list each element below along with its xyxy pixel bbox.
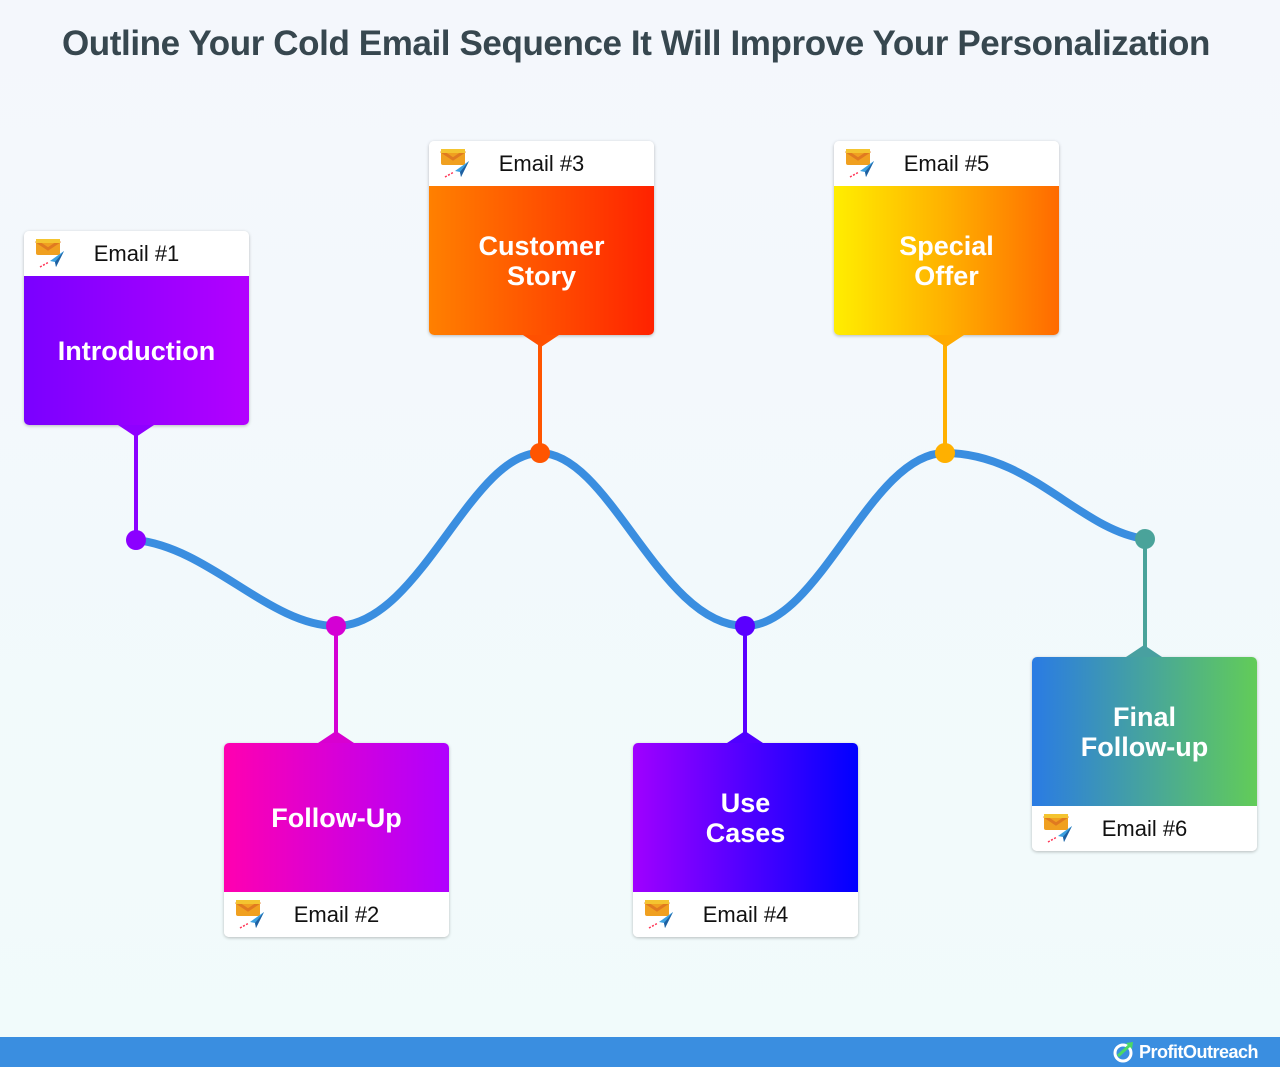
step-title-text: Follow-Up bbox=[271, 802, 402, 833]
node-4 bbox=[735, 616, 755, 636]
wave-curve bbox=[132, 448, 1149, 631]
step-title-text: Final Follow-up bbox=[1080, 701, 1209, 762]
step-title-text: Customer Story bbox=[478, 230, 605, 291]
card-header: Email #5 bbox=[834, 141, 1059, 186]
step-card-2: Follow-Up Email #2 bbox=[224, 731, 449, 937]
email-label: Email #4 bbox=[702, 901, 789, 927]
email-label: Email #5 bbox=[903, 150, 990, 176]
card-pointer bbox=[523, 335, 559, 347]
brand-name: ProfitOutreach bbox=[1138, 1041, 1259, 1062]
card-pointer bbox=[727, 731, 763, 743]
step-title-text: Introduction bbox=[57, 335, 216, 366]
step-card-6: Final Follow-up Email #6 bbox=[1032, 645, 1257, 851]
step-title: Final Follow-up bbox=[1032, 657, 1257, 806]
card-header: Email #1 bbox=[24, 231, 249, 276]
email-label: Email #1 bbox=[93, 240, 180, 266]
card-pointer bbox=[1126, 645, 1162, 657]
growth-arrow-icon bbox=[1113, 1042, 1133, 1063]
card-pointer bbox=[318, 731, 354, 743]
page-title: Outline Your Cold Email Sequence It Will… bbox=[61, 24, 1211, 63]
card-footer: Email #4 bbox=[633, 892, 858, 937]
email-label: Email #3 bbox=[498, 150, 585, 176]
brand-logo: ProfitOutreach bbox=[1112, 1041, 1259, 1063]
step-card-1: Email #1 Introduction bbox=[24, 231, 249, 437]
step-title: Use Cases bbox=[633, 743, 858, 892]
card-footer: Email #6 bbox=[1032, 806, 1257, 851]
email-label: Email #6 bbox=[1101, 815, 1188, 841]
step-title-text: Use Cases bbox=[705, 787, 786, 848]
step-card-4: Use Cases Email #4 bbox=[633, 731, 858, 937]
step-title: Introduction bbox=[24, 276, 249, 425]
step-title: Follow-Up bbox=[224, 743, 449, 892]
step-title-text: Special Offer bbox=[899, 230, 994, 291]
footer-bar: ProfitOutreach bbox=[0, 1037, 1280, 1067]
node-5 bbox=[935, 443, 955, 463]
step-title: Special Offer bbox=[834, 186, 1059, 335]
node-2 bbox=[326, 616, 346, 636]
card-header: Email #3 bbox=[429, 141, 654, 186]
card-pointer bbox=[928, 335, 964, 347]
step-card-5: Email #5 Special Offer bbox=[834, 141, 1059, 347]
email-label: Email #2 bbox=[293, 901, 380, 927]
node-6 bbox=[1135, 529, 1155, 549]
card-pointer bbox=[118, 425, 154, 437]
step-card-3: Email #3 Customer Story bbox=[429, 141, 654, 347]
node-1 bbox=[126, 530, 146, 550]
node-3 bbox=[530, 443, 550, 463]
step-title: Customer Story bbox=[429, 186, 654, 335]
card-footer: Email #2 bbox=[224, 892, 449, 937]
